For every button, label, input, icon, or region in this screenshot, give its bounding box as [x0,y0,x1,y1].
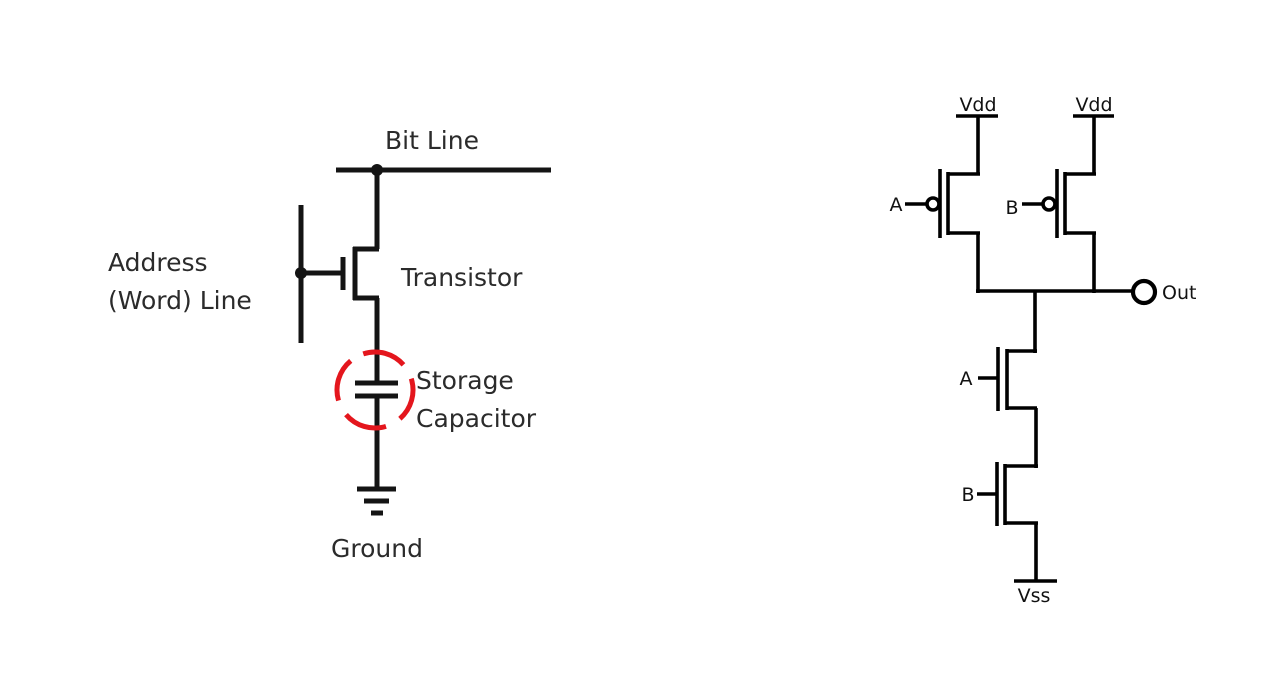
transistor-label: Transistor [400,263,523,292]
storage-capacitor-symbol [355,298,398,488]
vss-label: Vss [1018,585,1051,607]
pmos-a-transistor: Vdd A [890,94,998,293]
nmos-b-transistor: B [961,462,1038,526]
cmos-nor-gate-diagram: Vdd A Vdd B Out [890,94,1197,607]
output-label: Out [1162,282,1196,304]
word-line-label-line2: (Word) Line [108,286,252,315]
dram-cell-diagram: Bit Line Transistor Address (Word) Line … [108,126,551,563]
vdd-label-b: Vdd [1075,94,1112,116]
nmos-b-input-label: B [961,484,974,506]
pmos-b-inversion-bubble [1041,196,1057,212]
word-line-label-line1: Address [108,248,208,277]
pmos-a-inversion-bubble [925,196,941,212]
ground-symbol [357,486,396,516]
word-line-junction-dot [295,267,307,279]
capacitor-highlight-circle [334,349,416,431]
access-transistor-symbol [301,170,380,301]
nmos-a-input-label: A [960,368,973,390]
nmos-a-transistor: A [960,347,1037,411]
capacitor-label-line2: Capacitor [416,404,537,433]
vdd-label-a: Vdd [959,94,996,116]
bit-line-label: Bit Line [385,126,479,155]
pmos-a-input-label: A [890,194,903,216]
ground-label: Ground [331,534,423,563]
output-terminal [1130,278,1158,306]
capacitor-label-line1: Storage [416,366,514,395]
pmos-b-input-label: B [1005,197,1018,219]
pmos-b-transistor: Vdd B [1005,94,1114,293]
